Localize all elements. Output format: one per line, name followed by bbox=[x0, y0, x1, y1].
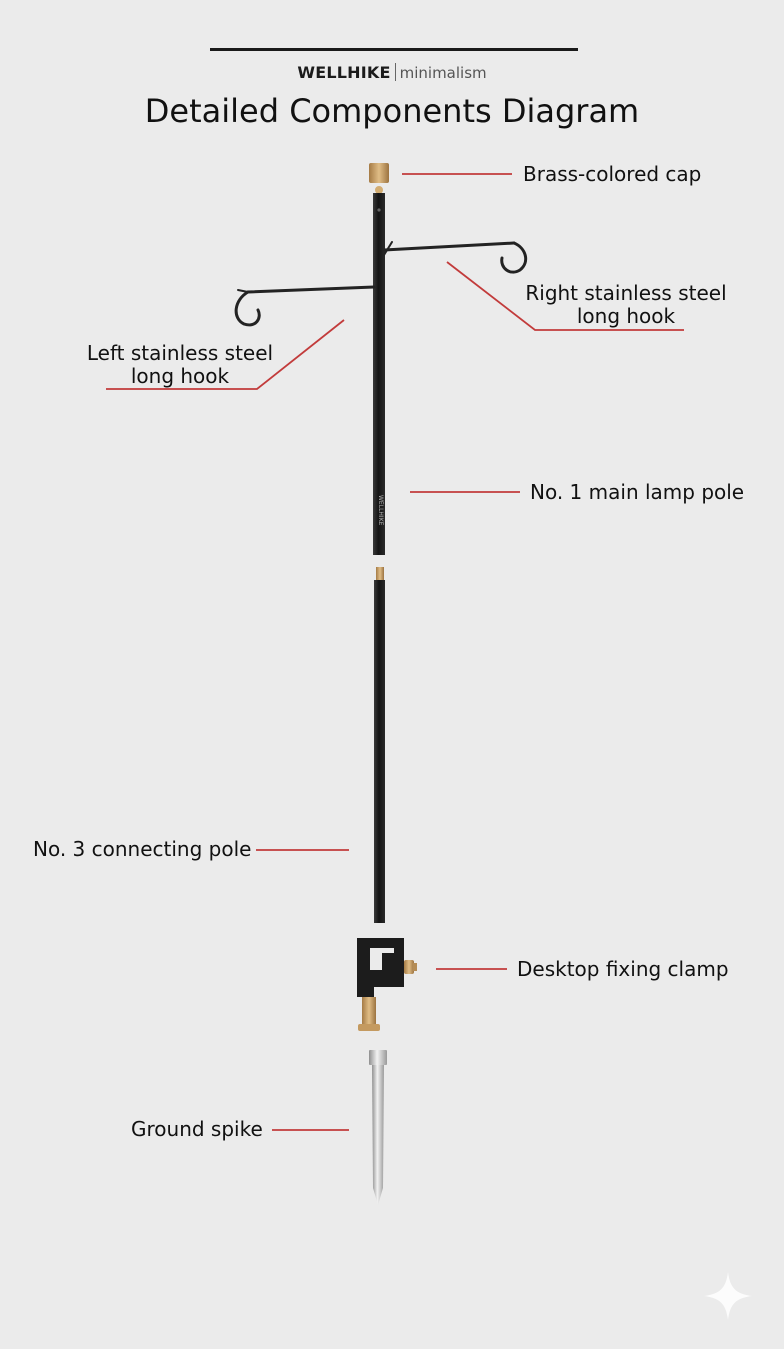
header-rule bbox=[210, 48, 578, 51]
right-hook bbox=[382, 241, 528, 274]
label-connecting-pole: No. 3 connecting pole bbox=[33, 837, 252, 861]
brand-logo: WELLHIKE minimalism bbox=[0, 63, 784, 83]
desktop-clamp bbox=[357, 938, 417, 1031]
brand-separator bbox=[394, 63, 396, 81]
left-hook bbox=[234, 285, 376, 327]
page-title: Detailed Components Diagram bbox=[144, 92, 640, 130]
label-clamp: Desktop fixing clamp bbox=[517, 957, 729, 981]
brand-name: WELLHIKE bbox=[297, 63, 391, 82]
brand-tagline: minimalism bbox=[399, 64, 487, 82]
label-left-hook-line2: long hook bbox=[130, 364, 230, 388]
sparkle-icon bbox=[704, 1272, 752, 1320]
label-left-hook: Left stainless steel long hook bbox=[80, 342, 280, 388]
brass-cap bbox=[369, 163, 389, 194]
label-left-hook-line1: Left stainless steel bbox=[86, 341, 274, 365]
leader-right-hook bbox=[446, 261, 684, 331]
main-lamp-pole: WELLHIKE bbox=[373, 193, 385, 555]
label-right-hook-line1: Right stainless steel bbox=[525, 281, 727, 305]
pole-print: WELLHIKE bbox=[377, 495, 384, 526]
label-right-hook-line2: long hook bbox=[576, 304, 676, 328]
label-main-pole: No. 1 main lamp pole bbox=[530, 480, 745, 504]
leader-lines bbox=[106, 173, 684, 1131]
label-spike: Ground spike bbox=[131, 1117, 263, 1141]
label-right-hook: Right stainless steel long hook bbox=[520, 282, 732, 328]
connecting-pole bbox=[374, 567, 385, 923]
ground-spike bbox=[369, 1050, 387, 1205]
leader-left-hook bbox=[106, 319, 345, 390]
label-brass-cap: Brass-colored cap bbox=[523, 162, 702, 186]
